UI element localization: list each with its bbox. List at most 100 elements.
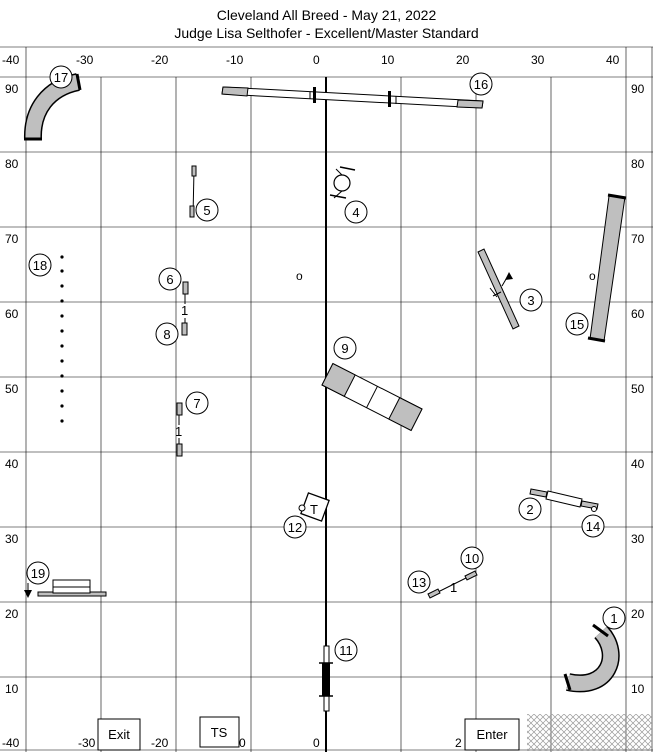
- spacing-mark: 1: [175, 424, 182, 439]
- y-tick-label: 10: [631, 682, 645, 696]
- x-tick-label: 0: [239, 736, 246, 750]
- table-12: [298, 492, 330, 522]
- obstacle-number-text: 4: [352, 205, 359, 220]
- obstacle-number-text: 8: [163, 327, 170, 342]
- obstacle-number-1: 1: [602, 606, 626, 630]
- obstacle-number-text: 17: [54, 70, 68, 85]
- x-tick-label: -40: [2, 53, 20, 67]
- spacing-mark: 1: [450, 580, 457, 595]
- y-axis-right: 90 80 70 60 50 40 30 20 10: [631, 82, 645, 696]
- y-tick-label: 50: [5, 382, 19, 396]
- exit-button-label: Exit: [108, 727, 130, 742]
- y-tick-label: 10: [5, 682, 19, 696]
- enter-button[interactable]: Enter: [464, 718, 520, 751]
- obstacle-number-4: 4: [344, 200, 368, 224]
- o-marker: o: [296, 269, 303, 283]
- x-axis-top: -40 -30 -20 -10 0 10 20 30 40: [2, 53, 620, 67]
- obstacle-number-18: 18: [28, 253, 52, 277]
- x-tick-label: 20: [456, 53, 470, 67]
- hatched-area: [527, 714, 652, 751]
- y-tick-label: 20: [631, 607, 645, 621]
- obstacle-number-text: 19: [31, 566, 45, 581]
- x-tick-label: -10: [226, 53, 244, 67]
- table-letter: T: [310, 502, 318, 517]
- x-tick-label: 30: [531, 53, 545, 67]
- curved-tunnel-1: [563, 623, 620, 693]
- obstacle-number-text: 7: [193, 396, 200, 411]
- obstacle-number-5: 5: [195, 198, 219, 222]
- broad-jump-19: [24, 579, 107, 598]
- bar-jump-5: [189, 165, 197, 218]
- obstacle-number-text: 5: [203, 203, 210, 218]
- y-tick-label: 90: [631, 82, 645, 96]
- spacing-mark: 1: [181, 303, 188, 318]
- obstacle-number-17: 17: [49, 65, 73, 89]
- obstacle-number-text: 3: [527, 293, 534, 308]
- y-tick-label: 80: [631, 157, 645, 171]
- exit-button[interactable]: Exit: [97, 718, 141, 751]
- y-tick-label: 80: [5, 157, 19, 171]
- y-tick-label: 40: [631, 457, 645, 471]
- ts-button-label: TS: [211, 725, 228, 740]
- obstacle-number-text: 15: [570, 317, 584, 332]
- a-frame-9: [321, 362, 423, 432]
- spread-jump-3: [477, 248, 520, 330]
- jump-8: [181, 318, 188, 336]
- x-tick-label: -20: [151, 736, 169, 750]
- obstacle-number-15: 15: [565, 312, 589, 336]
- obstacle-number-2: 2: [518, 497, 542, 521]
- x-tick-label: -30: [78, 736, 96, 750]
- y-tick-label: 70: [5, 232, 19, 246]
- obstacle-number-13: 13: [407, 570, 431, 594]
- y-tick-label: 90: [5, 82, 19, 96]
- obstacle-number-text: 9: [341, 341, 348, 356]
- obstacle-number-10: 10: [460, 546, 484, 570]
- jump-13-10: [427, 570, 478, 599]
- y-tick-label: 50: [631, 382, 645, 396]
- weave-poles-18: [60, 255, 64, 423]
- obstacle-number-text: 1: [610, 611, 617, 626]
- y-tick-label: 70: [631, 232, 645, 246]
- y-tick-label: 60: [5, 307, 19, 321]
- obstacle-number-text: 10: [465, 551, 479, 566]
- course-subtitle: Judge Lisa Selthofer - Excellent/Master …: [174, 25, 479, 41]
- obstacle-number-text: 14: [586, 519, 600, 534]
- obstacle-number-3: 3: [519, 288, 543, 312]
- x-tick-label: 10: [381, 53, 395, 67]
- tire-4: [329, 166, 356, 199]
- obstacle-number-text: 2: [526, 502, 533, 517]
- obstacle-number-9: 9: [333, 336, 357, 360]
- o-marker: o: [589, 269, 596, 283]
- obstacle-number-text: 13: [412, 575, 426, 590]
- x-tick-label: 0: [313, 53, 320, 67]
- y-axis-left: 90 80 70 60 50 40 30 20 10: [5, 82, 19, 696]
- enter-button-label: Enter: [476, 727, 508, 742]
- x-axis-bottom: -40 -30 -20 0 0 2: [2, 736, 462, 750]
- straight-tunnel-15: [587, 193, 627, 343]
- obstacle-number-text: 18: [33, 258, 47, 273]
- x-tick-label: 40: [606, 53, 620, 67]
- obstacle-number-text: 6: [166, 272, 173, 287]
- obstacle-number-8: 8: [155, 322, 179, 346]
- obstacle-number-6: 6: [158, 267, 182, 291]
- jump-7: [176, 402, 183, 457]
- x-tick-label: 2: [455, 736, 462, 750]
- teeter-11: [319, 645, 333, 712]
- x-tick-label: 0: [313, 736, 320, 750]
- obstacle-number-12: 12: [283, 515, 307, 539]
- obstacle-number-19: 19: [26, 561, 50, 585]
- x-tick-label: -30: [76, 53, 94, 67]
- obstacle-number-text: 12: [288, 520, 302, 535]
- x-tick-label: -40: [2, 736, 20, 750]
- y-tick-label: 30: [631, 532, 645, 546]
- obstacle-number-11: 11: [334, 638, 358, 662]
- jump-6: [182, 281, 189, 304]
- obstacle-number-14: 14: [581, 514, 605, 538]
- dog-walk: [221, 86, 484, 109]
- ts-button[interactable]: TS: [199, 716, 240, 748]
- y-tick-label: 30: [5, 532, 19, 546]
- course-title: Cleveland All Breed - May 21, 2022: [216, 7, 437, 23]
- tire-jump-2: [529, 488, 599, 512]
- y-tick-label: 20: [5, 607, 19, 621]
